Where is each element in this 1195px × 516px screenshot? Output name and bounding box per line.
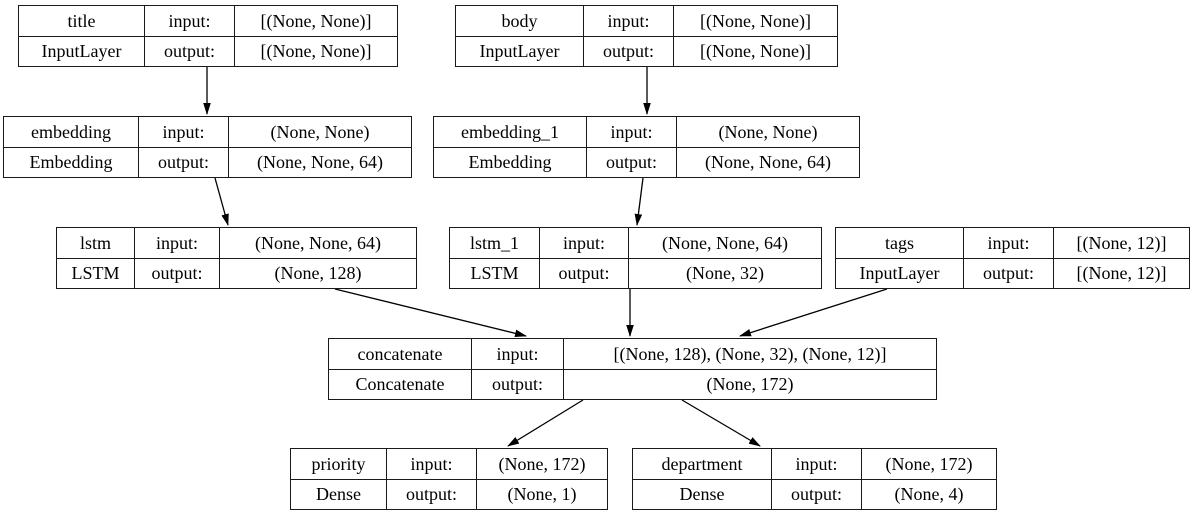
edge-embedding-lstm — [214, 177, 229, 226]
output-label: output: — [586, 147, 676, 177]
output-label: output: — [583, 36, 673, 66]
edge-lstm-concatenate — [334, 288, 527, 338]
node-body: body input: [(None, None)] InputLayer ou… — [455, 5, 838, 67]
input-label: input: — [144, 6, 234, 36]
input-label: input: — [586, 117, 676, 147]
input-shape: [(None, None)] — [673, 6, 837, 36]
output-shape: (None, None, 64) — [676, 147, 859, 177]
layer-name: priority — [311, 453, 366, 474]
node-tags: tags input: [(None, 12)] InputLayer outp… — [835, 227, 1190, 289]
node-priority: priority input: (None, 172) Dense output… — [290, 448, 608, 510]
input-label: input: — [771, 449, 861, 479]
input-label: input: — [134, 228, 219, 258]
input-label: input: — [386, 449, 476, 479]
layer-name: embedding — [31, 121, 111, 142]
node-lstm_1: lstm_1 input: (None, None, 64) LSTM outp… — [449, 227, 822, 289]
node-embedding_1: embedding_1 input: (None, None) Embeddin… — [433, 116, 860, 178]
output-label: output: — [963, 258, 1053, 288]
input-label: input: — [963, 228, 1053, 258]
output-shape: (None, None, 64) — [228, 147, 411, 177]
edge-tags-concatenate — [739, 288, 888, 337]
layer-name: department — [661, 453, 743, 474]
layer-name: title — [67, 10, 96, 31]
input-shape: (None, None, 64) — [628, 228, 821, 258]
input-shape: [(None, 12)] — [1053, 228, 1189, 258]
layer-type: LSTM — [57, 258, 134, 288]
input-shape: (None, 172) — [861, 449, 996, 479]
input-shape: [(None, None)] — [234, 6, 397, 36]
layer-type: Concatenate — [329, 369, 471, 399]
input-shape: [(None, 128), (None, 32), (None, 12)] — [563, 339, 936, 369]
output-label: output: — [386, 479, 476, 509]
output-shape: (None, 4) — [861, 479, 996, 509]
output-label: output: — [144, 36, 234, 66]
node-embedding: embedding input: (None, None) Embedding … — [3, 116, 412, 178]
input-label: input: — [471, 339, 563, 369]
input-shape: (None, None, 64) — [219, 228, 416, 258]
output-shape: [(None, None)] — [673, 36, 837, 66]
output-shape: (None, 32) — [628, 258, 821, 288]
layer-name: embedding_1 — [461, 121, 559, 142]
output-label: output: — [771, 479, 861, 509]
node-concatenate: concatenate input: [(None, 128), (None, … — [328, 338, 937, 400]
output-label: output: — [471, 369, 563, 399]
input-label: input: — [583, 6, 673, 36]
layer-type: InputLayer — [19, 36, 144, 66]
output-shape: (None, 128) — [219, 258, 416, 288]
output-shape: (None, 1) — [476, 479, 607, 509]
output-shape: (None, 172) — [563, 369, 936, 399]
layer-type: Dense — [633, 479, 771, 509]
output-label: output: — [138, 147, 228, 177]
input-label: input: — [539, 228, 628, 258]
layer-name: lstm — [79, 232, 111, 253]
input-shape: (None, None) — [676, 117, 859, 147]
node-department: department input: (None, 172) Dense outp… — [632, 448, 997, 510]
layer-type: InputLayer — [456, 36, 583, 66]
layer-name: lstm_1 — [469, 232, 519, 253]
output-label: output: — [134, 258, 219, 288]
input-shape: (None, 172) — [476, 449, 607, 479]
layer-name: concatenate — [357, 343, 443, 364]
layer-type: InputLayer — [836, 258, 963, 288]
layer-type: Embedding — [434, 147, 586, 177]
edge-concatenate-department — [681, 399, 761, 447]
layer-type: LSTM — [450, 258, 539, 288]
node-title: title input: [(None, None)] InputLayer o… — [18, 5, 398, 67]
output-label: output: — [539, 258, 628, 288]
layer-name: tags — [885, 232, 914, 253]
output-shape: [(None, None)] — [234, 36, 397, 66]
edge-concatenate-priority — [507, 399, 584, 447]
layer-name: body — [501, 10, 538, 31]
input-label: input: — [138, 117, 228, 147]
layer-type: Embedding — [4, 147, 138, 177]
output-shape: [(None, 12)] — [1053, 258, 1189, 288]
edge-embedding_1-lstm_1 — [634, 177, 644, 226]
layer-type: Dense — [291, 479, 386, 509]
node-lstm: lstm input: (None, None, 64) LSTM output… — [56, 227, 417, 289]
input-shape: (None, None) — [228, 117, 411, 147]
